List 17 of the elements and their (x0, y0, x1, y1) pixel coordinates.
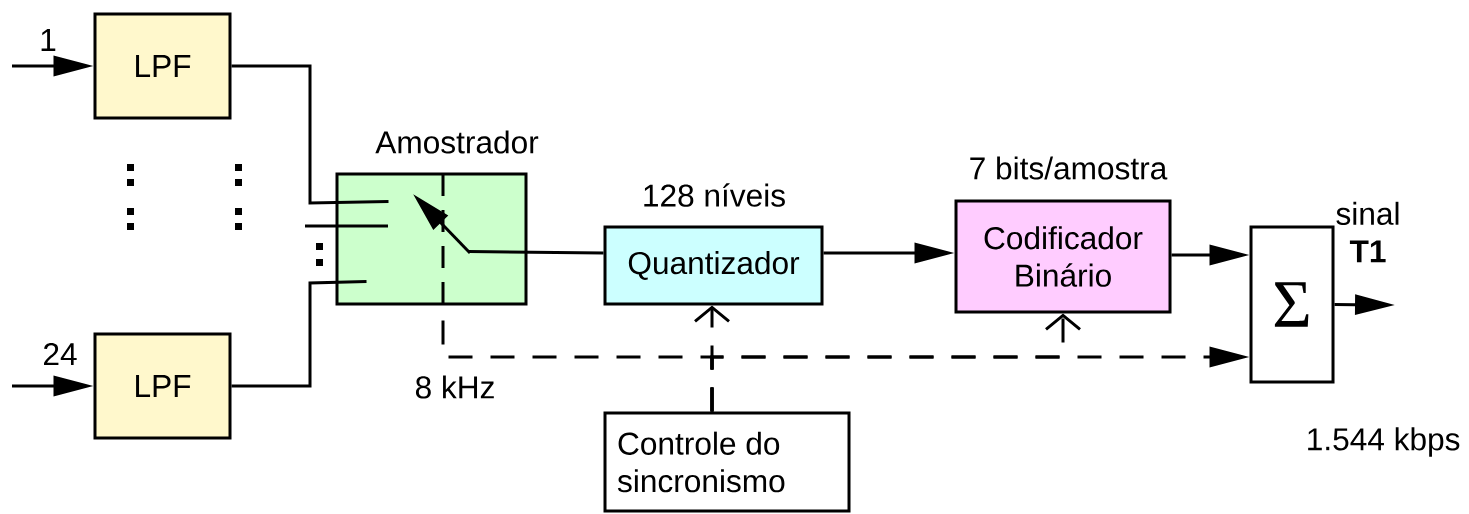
note-label: 1.544 kbps (1308, 427, 1460, 457)
quantizer-box: Quantizador (603, 225, 824, 306)
channel-number: 1 (41, 29, 56, 51)
block-heading: 128 níveis (644, 183, 785, 207)
sync-control-box: Controle do sincronismo (603, 411, 851, 513)
filter-box: LPF (93, 12, 232, 120)
channel-number: 24 (44, 342, 77, 366)
filter-box: LPF (93, 332, 232, 440)
encoder-box: Codificador Binário (954, 199, 1172, 314)
summing-box: Σ (1249, 225, 1335, 384)
note-label: 8 kHz (415, 375, 494, 399)
block-heading: Amostrador (375, 130, 539, 154)
connector-line (231, 280, 367, 388)
connector-line (231, 64, 389, 205)
block-heading: 7 bits/amostra (970, 156, 1168, 180)
signal-label: sinal T1 (1336, 201, 1399, 263)
connector-line (468, 250, 604, 255)
